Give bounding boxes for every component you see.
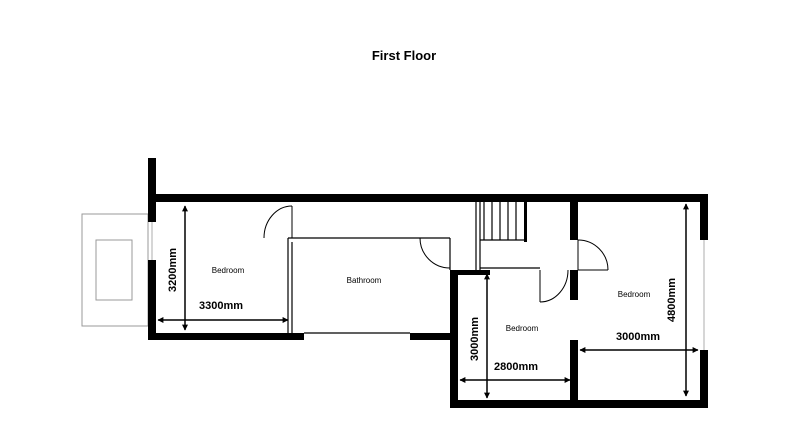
dimension-arrows [157,203,699,399]
interior-lines [151,202,705,350]
room-label-bedroom-middle: Bedroom [506,324,539,333]
dim-bedroom-middle-width: 2800mm [494,361,538,373]
dim-bedroom-left-height: 3200mm [167,248,179,292]
plan-title: First Floor [372,48,436,63]
walls [148,158,708,408]
exterior-window-box [81,213,149,327]
dim-bedroom-left-width: 3300mm [199,300,243,312]
room-label-bathroom: Bathroom [347,276,382,285]
doors [263,205,609,303]
room-label-bedroom-right: Bedroom [618,290,651,299]
dim-bedroom-right-height: 4800mm [666,278,678,322]
dim-bedroom-middle-height: 3000mm [469,317,481,361]
dim-bedroom-right-width: 3000mm [616,331,660,343]
room-label-bedroom-left: Bedroom [212,266,245,275]
